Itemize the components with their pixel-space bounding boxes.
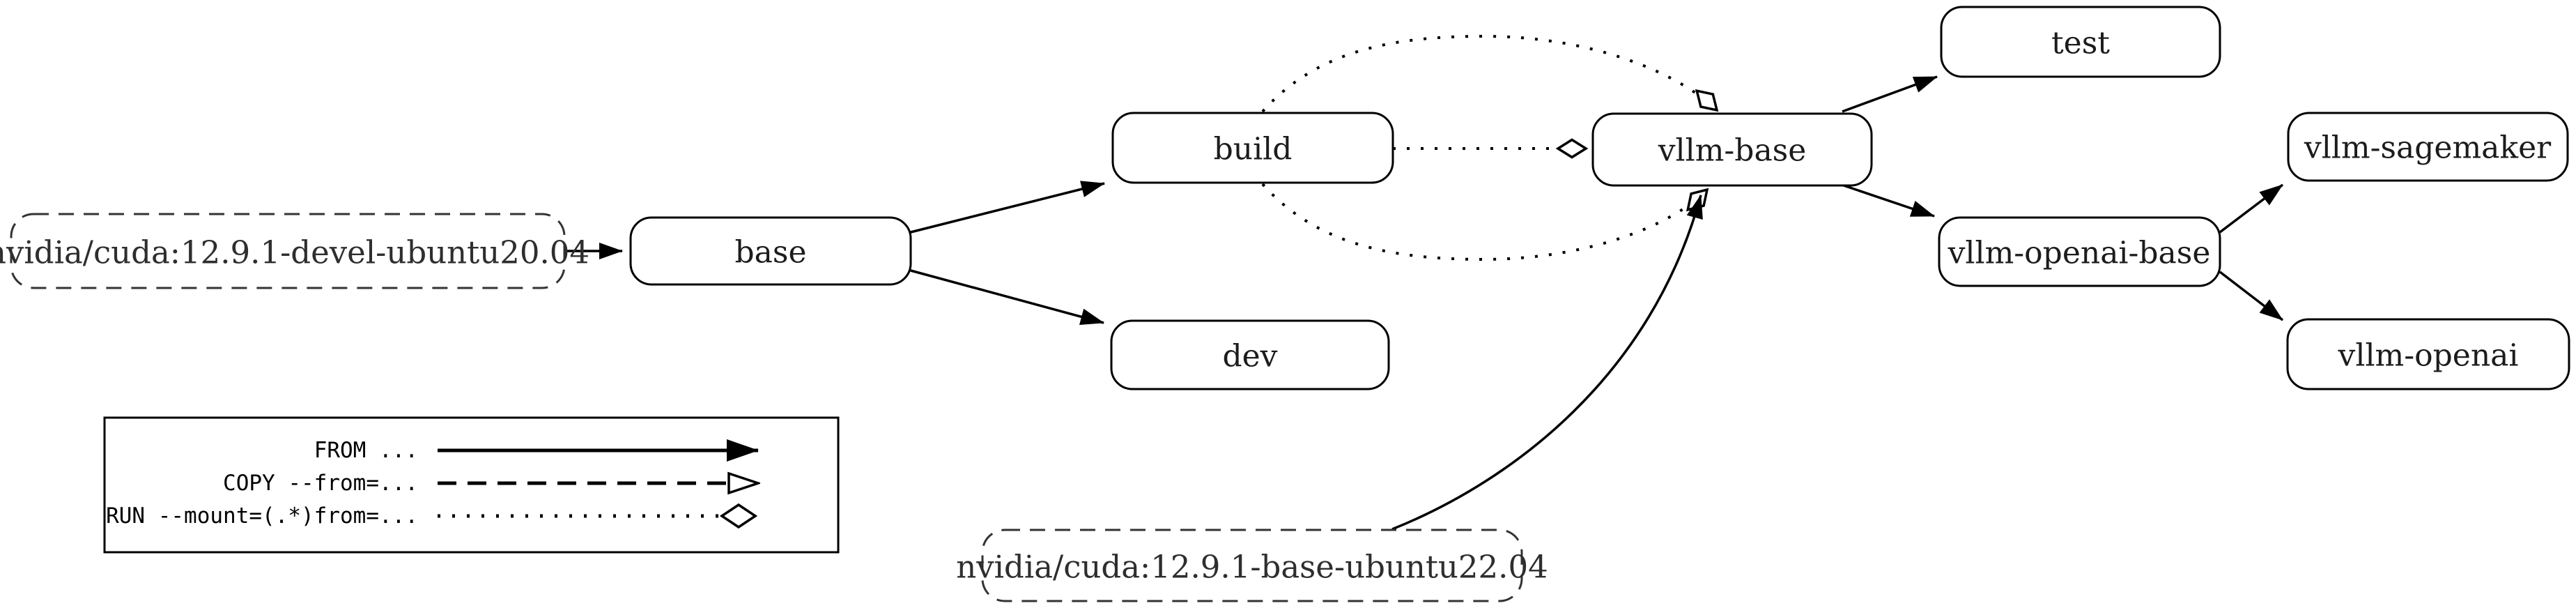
build-label: build: [1214, 132, 1293, 167]
edge-vllm-base-to-vllm-openai-base: [1843, 184, 1935, 218]
node-build: build: [1111, 112, 1394, 184]
node-vllm-openai: vllm-openai: [2286, 318, 2570, 390]
dev-box: [1110, 319, 1390, 390]
node-vllm-base: vllm-base: [1591, 112, 1873, 187]
vllm-openai-base-box: [1938, 216, 2221, 287]
legend-item-copy: COPY --from=...: [223, 471, 758, 496]
edge-vllm-openai-base-to-vllm-sagemaker: [2219, 183, 2284, 234]
legend-item-run: RUN --mount=(.*)from=...: [106, 503, 755, 529]
edge-base-to-dev: [910, 269, 1104, 325]
base-label: base: [734, 235, 806, 271]
legend-copy-label: COPY --from=...: [223, 471, 418, 496]
edge-vllm-base-to-test: [1842, 75, 1938, 113]
edge-cuda-base-to-vllm-base: [1391, 195, 1703, 531]
cuda-devel-label: nvidia/cuda:12.9.1-devel-ubuntu20.04: [0, 234, 589, 271]
node-vllm-openai-base: vllm-openai-base: [1938, 216, 2221, 287]
vllm-base-box: [1591, 112, 1873, 187]
vllm-base-label: vllm-base: [1658, 133, 1807, 169]
build-box: [1111, 112, 1394, 184]
cuda-base-box: [981, 529, 1523, 602]
edge-build-to-vllm-base-run-top-arc: [1261, 34, 1717, 113]
vllm-sagemaker-label: vllm-sagemaker: [2304, 130, 2552, 166]
node-dev: dev: [1110, 319, 1390, 390]
vllm-openai-box: [2286, 318, 2570, 390]
base-box: [629, 216, 912, 286]
legend-run-label: RUN --mount=(.*)from=...: [106, 503, 418, 529]
node-test: test: [1940, 6, 2221, 78]
node-cuda-base-image: nvidia/cuda:12.9.1-base-ubuntu22.04: [956, 529, 1548, 602]
legend-item-from: FROM ...: [314, 438, 759, 463]
edge-vllm-openai-base-to-vllm-openai: [2219, 271, 2284, 321]
edge-base-to-build: [910, 181, 1105, 234]
cuda-base-label: nvidia/cuda:12.9.1-base-ubuntu22.04: [956, 549, 1548, 586]
test-label: test: [2051, 26, 2110, 61]
cuda-devel-box: [10, 213, 566, 289]
legend: FROM ... COPY --from=... RUN --mount=(.*…: [103, 416, 840, 554]
node-vllm-sagemaker: vllm-sagemaker: [2287, 112, 2569, 182]
test-box: [1940, 6, 2221, 78]
legend-from-label: FROM ...: [314, 438, 418, 463]
edge-build-to-vllm-base-run-bottom-arc: [1261, 183, 1707, 261]
vllm-openai-label: vllm-openai: [2338, 338, 2519, 374]
node-cuda-devel-image: nvidia/cuda:12.9.1-devel-ubuntu20.04: [0, 213, 589, 289]
vllm-sagemaker-box: [2287, 112, 2569, 182]
node-base: base: [629, 216, 912, 286]
vllm-openai-base-label: vllm-openai-base: [1948, 236, 2211, 271]
dev-label: dev: [1222, 339, 1277, 374]
